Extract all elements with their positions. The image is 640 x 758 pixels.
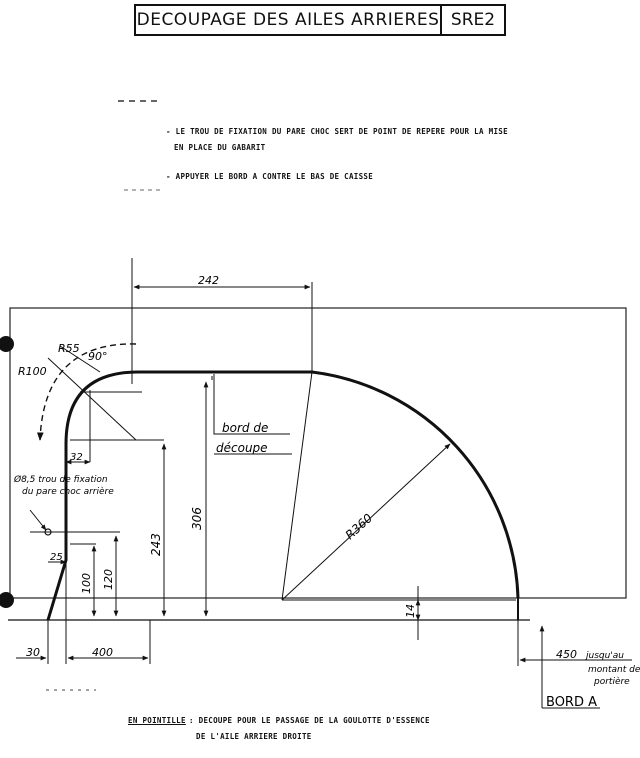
label-jusqu-3: portière: [593, 676, 630, 687]
dim-r100: R100: [18, 365, 47, 378]
dim-14: 14: [404, 604, 417, 618]
title-box: DECOUPAGE DES AILES ARRIERES SRE2: [134, 4, 506, 36]
label-decoupe: découpe: [216, 441, 268, 455]
label-jusqu-2: montant de: [588, 665, 640, 675]
dim-r360: R360: [343, 511, 376, 543]
label-bord-de: bord de: [222, 421, 268, 435]
page-title: DECOUPAGE DES AILES ARRIERES: [136, 6, 442, 34]
dim-32: 32: [70, 452, 83, 463]
leader-r55: [59, 345, 101, 373]
punch-hole: [0, 592, 14, 608]
label-jusqu-1: jusqu'au: [584, 651, 624, 661]
footer-prefix: EN POINTILLE: [128, 716, 186, 725]
dim-angle-90: 90°: [88, 350, 108, 363]
dim-400: 400: [92, 646, 113, 659]
dim-120: 120: [102, 569, 115, 590]
radius-line-360: [281, 443, 451, 601]
note-line-1: - LE TROU DE FIXATION DU PARE CHOC SERT …: [166, 127, 508, 136]
template-outline: [9, 307, 627, 599]
footer-line-1: : DECOUPE POUR LE PASSAGE DE LA GOULOTTE…: [189, 716, 430, 725]
leader-bord-decoupe: [213, 374, 290, 435]
dim-450: 450: [556, 648, 577, 661]
footer-line-2: DE L'AILE ARRIERE DROITE: [196, 732, 312, 741]
dim-306: 306: [190, 507, 204, 530]
note-line-2: EN PLACE DU GABARIT: [174, 143, 266, 152]
cut-profile: [46, 370, 520, 621]
leader-hole: [29, 509, 47, 531]
dim-25: 25: [50, 552, 63, 563]
label-trou-2: du pare choc arrière: [22, 486, 114, 497]
dim-242: 242: [198, 274, 219, 287]
dim-30: 30: [26, 646, 40, 659]
dim-100: 100: [80, 573, 93, 594]
document-code: SRE2: [450, 10, 496, 30]
note-line-3: - APPUYER LE BORD A CONTRE LE BAS DE CAI…: [166, 172, 374, 181]
label-bord-a: BORD A: [546, 695, 597, 710]
construction-line: [281, 371, 313, 601]
dim-r55: R55: [58, 342, 80, 355]
label-trou-1: Ø8,5 trou de fixation: [13, 474, 108, 485]
dim-243: 243: [149, 533, 163, 556]
punch-hole: [0, 336, 14, 352]
leader-r100: [47, 357, 137, 441]
dotted-cutout: [36, 343, 137, 441]
